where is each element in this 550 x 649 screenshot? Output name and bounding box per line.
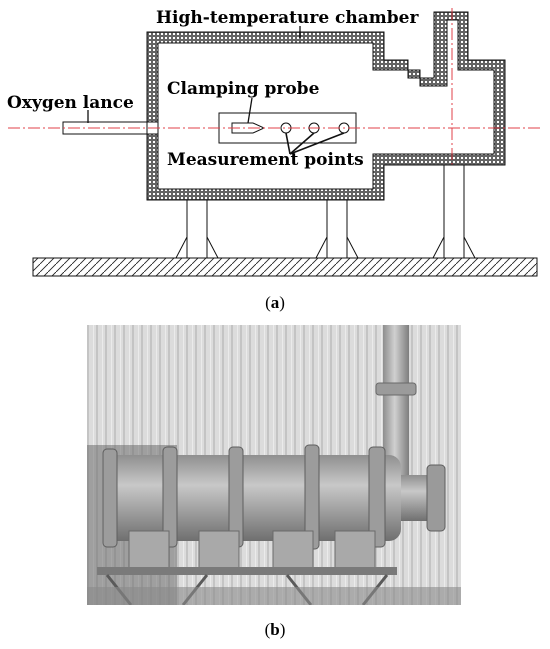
photo-exhaust-pipe xyxy=(383,325,409,475)
chamber-wall xyxy=(146,11,506,201)
support-legs xyxy=(175,164,476,259)
schematic-diagram: High-temperature chamber Oxygen lance Cl… xyxy=(7,8,540,277)
photo-floor xyxy=(87,587,461,605)
apparatus-photo xyxy=(87,325,461,605)
caption-a: (a) xyxy=(265,293,285,312)
photo-outlet-flange xyxy=(426,464,446,532)
photo-side-outlet xyxy=(401,475,431,521)
measurement-leaders xyxy=(285,132,345,155)
label-measurement-points: Measurement points xyxy=(167,150,364,170)
label-chamber: High-temperature chamber xyxy=(156,8,419,28)
photo-frame-rail xyxy=(97,567,397,575)
label-oxygen-lance: Oxygen lance xyxy=(7,93,134,113)
probe-leader xyxy=(247,97,253,124)
photo-supports xyxy=(128,530,376,570)
caption-b-letter: b xyxy=(270,620,280,639)
label-clamping-probe: Clamping probe xyxy=(167,79,320,99)
caption-a-letter: a xyxy=(270,293,280,312)
photo-furnace-body xyxy=(105,455,401,541)
photo-pipe-flange xyxy=(375,382,417,396)
ground-hatch xyxy=(32,257,538,277)
caption-b: (b) xyxy=(264,620,286,639)
